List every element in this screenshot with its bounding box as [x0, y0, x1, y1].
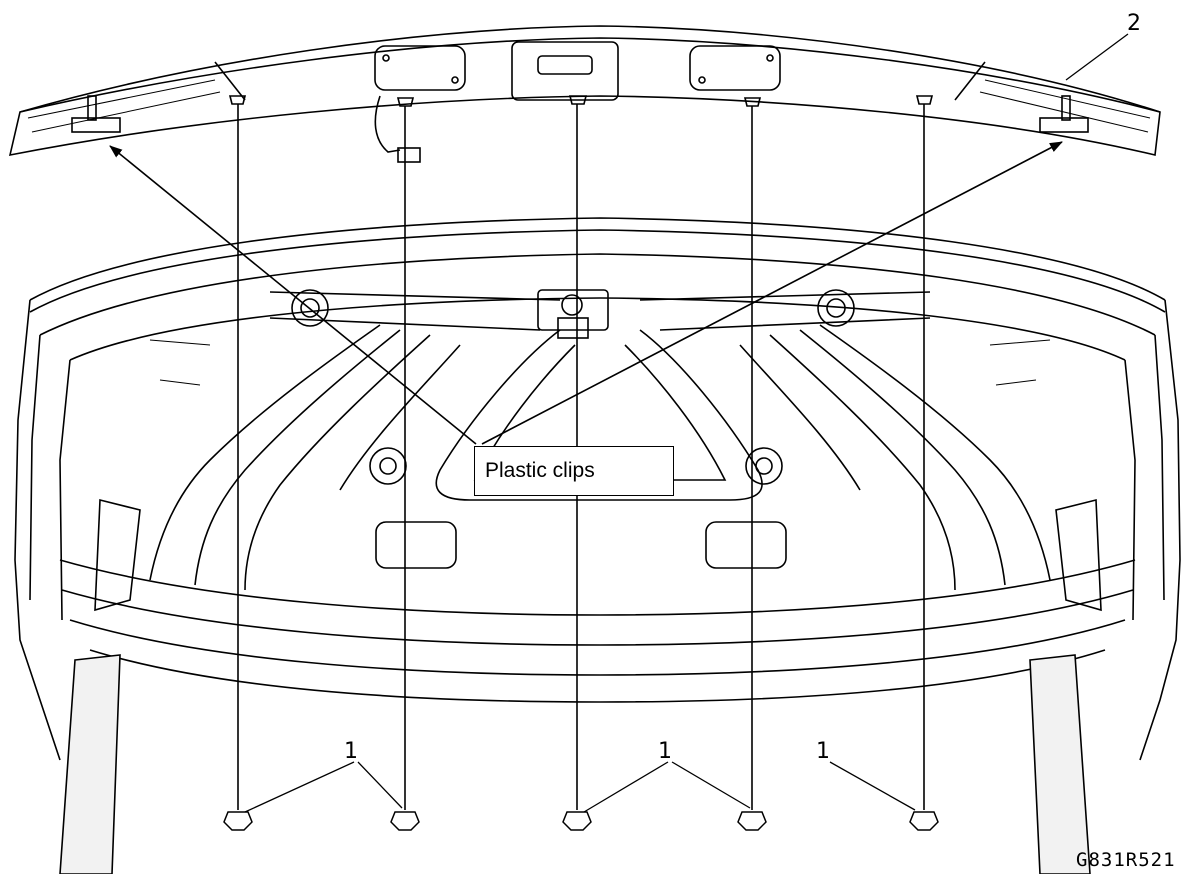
figure-code: G831R521: [1076, 849, 1176, 871]
nut-5: [909, 811, 939, 831]
trunk-lid: [14, 217, 1181, 875]
part-2-leader: [1065, 33, 1129, 81]
part-2-label: 2: [1127, 11, 1141, 36]
part-1-label-c: 1: [816, 739, 830, 764]
callout-arrows: [109, 141, 1063, 445]
nut-1: [223, 811, 253, 831]
plastic-clips-callout: Plastic clips: [474, 446, 674, 496]
part-1-leaders: [244, 761, 916, 813]
callout-text: Plastic clips: [485, 459, 595, 482]
nuts: [223, 811, 939, 831]
nut-2: [390, 811, 420, 831]
nut-3: [562, 811, 592, 831]
nut-4: [737, 811, 767, 831]
part-1-label-b: 1: [658, 739, 672, 764]
rear-spoiler: [8, 25, 1161, 163]
part-1-label-a: 1: [344, 739, 358, 764]
